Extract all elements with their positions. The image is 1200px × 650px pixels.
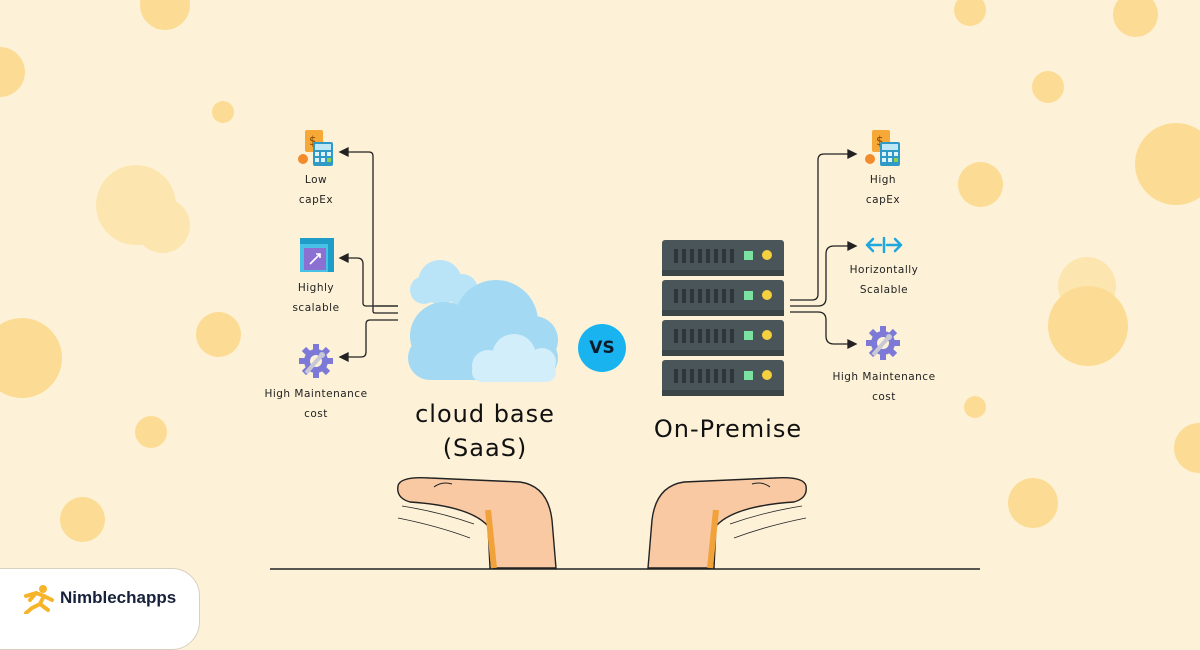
svg-text:$: $ [876,134,884,148]
maintenance-gear-icon [299,344,333,378]
left-item-high-maintenance: High Maintenance cost [264,388,368,420]
horizontal-arrows-icon [865,236,903,254]
left-item-low-capex: Low capEx [298,174,334,206]
brand-name: Nimblechapps [60,588,177,607]
cloud-icon [408,260,558,382]
svg-text:$: $ [309,134,317,148]
running-figure-logo-icon [24,585,54,614]
left-item-highly-scalable: Highly scalable [292,282,340,314]
maintenance-gear-icon [866,326,900,360]
right-item-horizontally-scalable: Horizontally Scalable [849,264,919,296]
vs-badge: VS [578,324,626,372]
right-item-high-capex: High capEx [865,174,901,206]
hands-illustration [270,476,980,570]
capex-calculator-icon: $ [865,130,900,166]
saas-title: cloud base (SaaS) [415,400,555,462]
connector-lines [338,146,858,363]
scalable-box-icon [300,238,334,272]
server-rack-icon [662,240,784,396]
capex-calculator-icon: $ [298,130,333,166]
on-premise-title: On-Premise [653,415,803,443]
right-item-high-maintenance: High Maintenance cost [832,371,936,403]
